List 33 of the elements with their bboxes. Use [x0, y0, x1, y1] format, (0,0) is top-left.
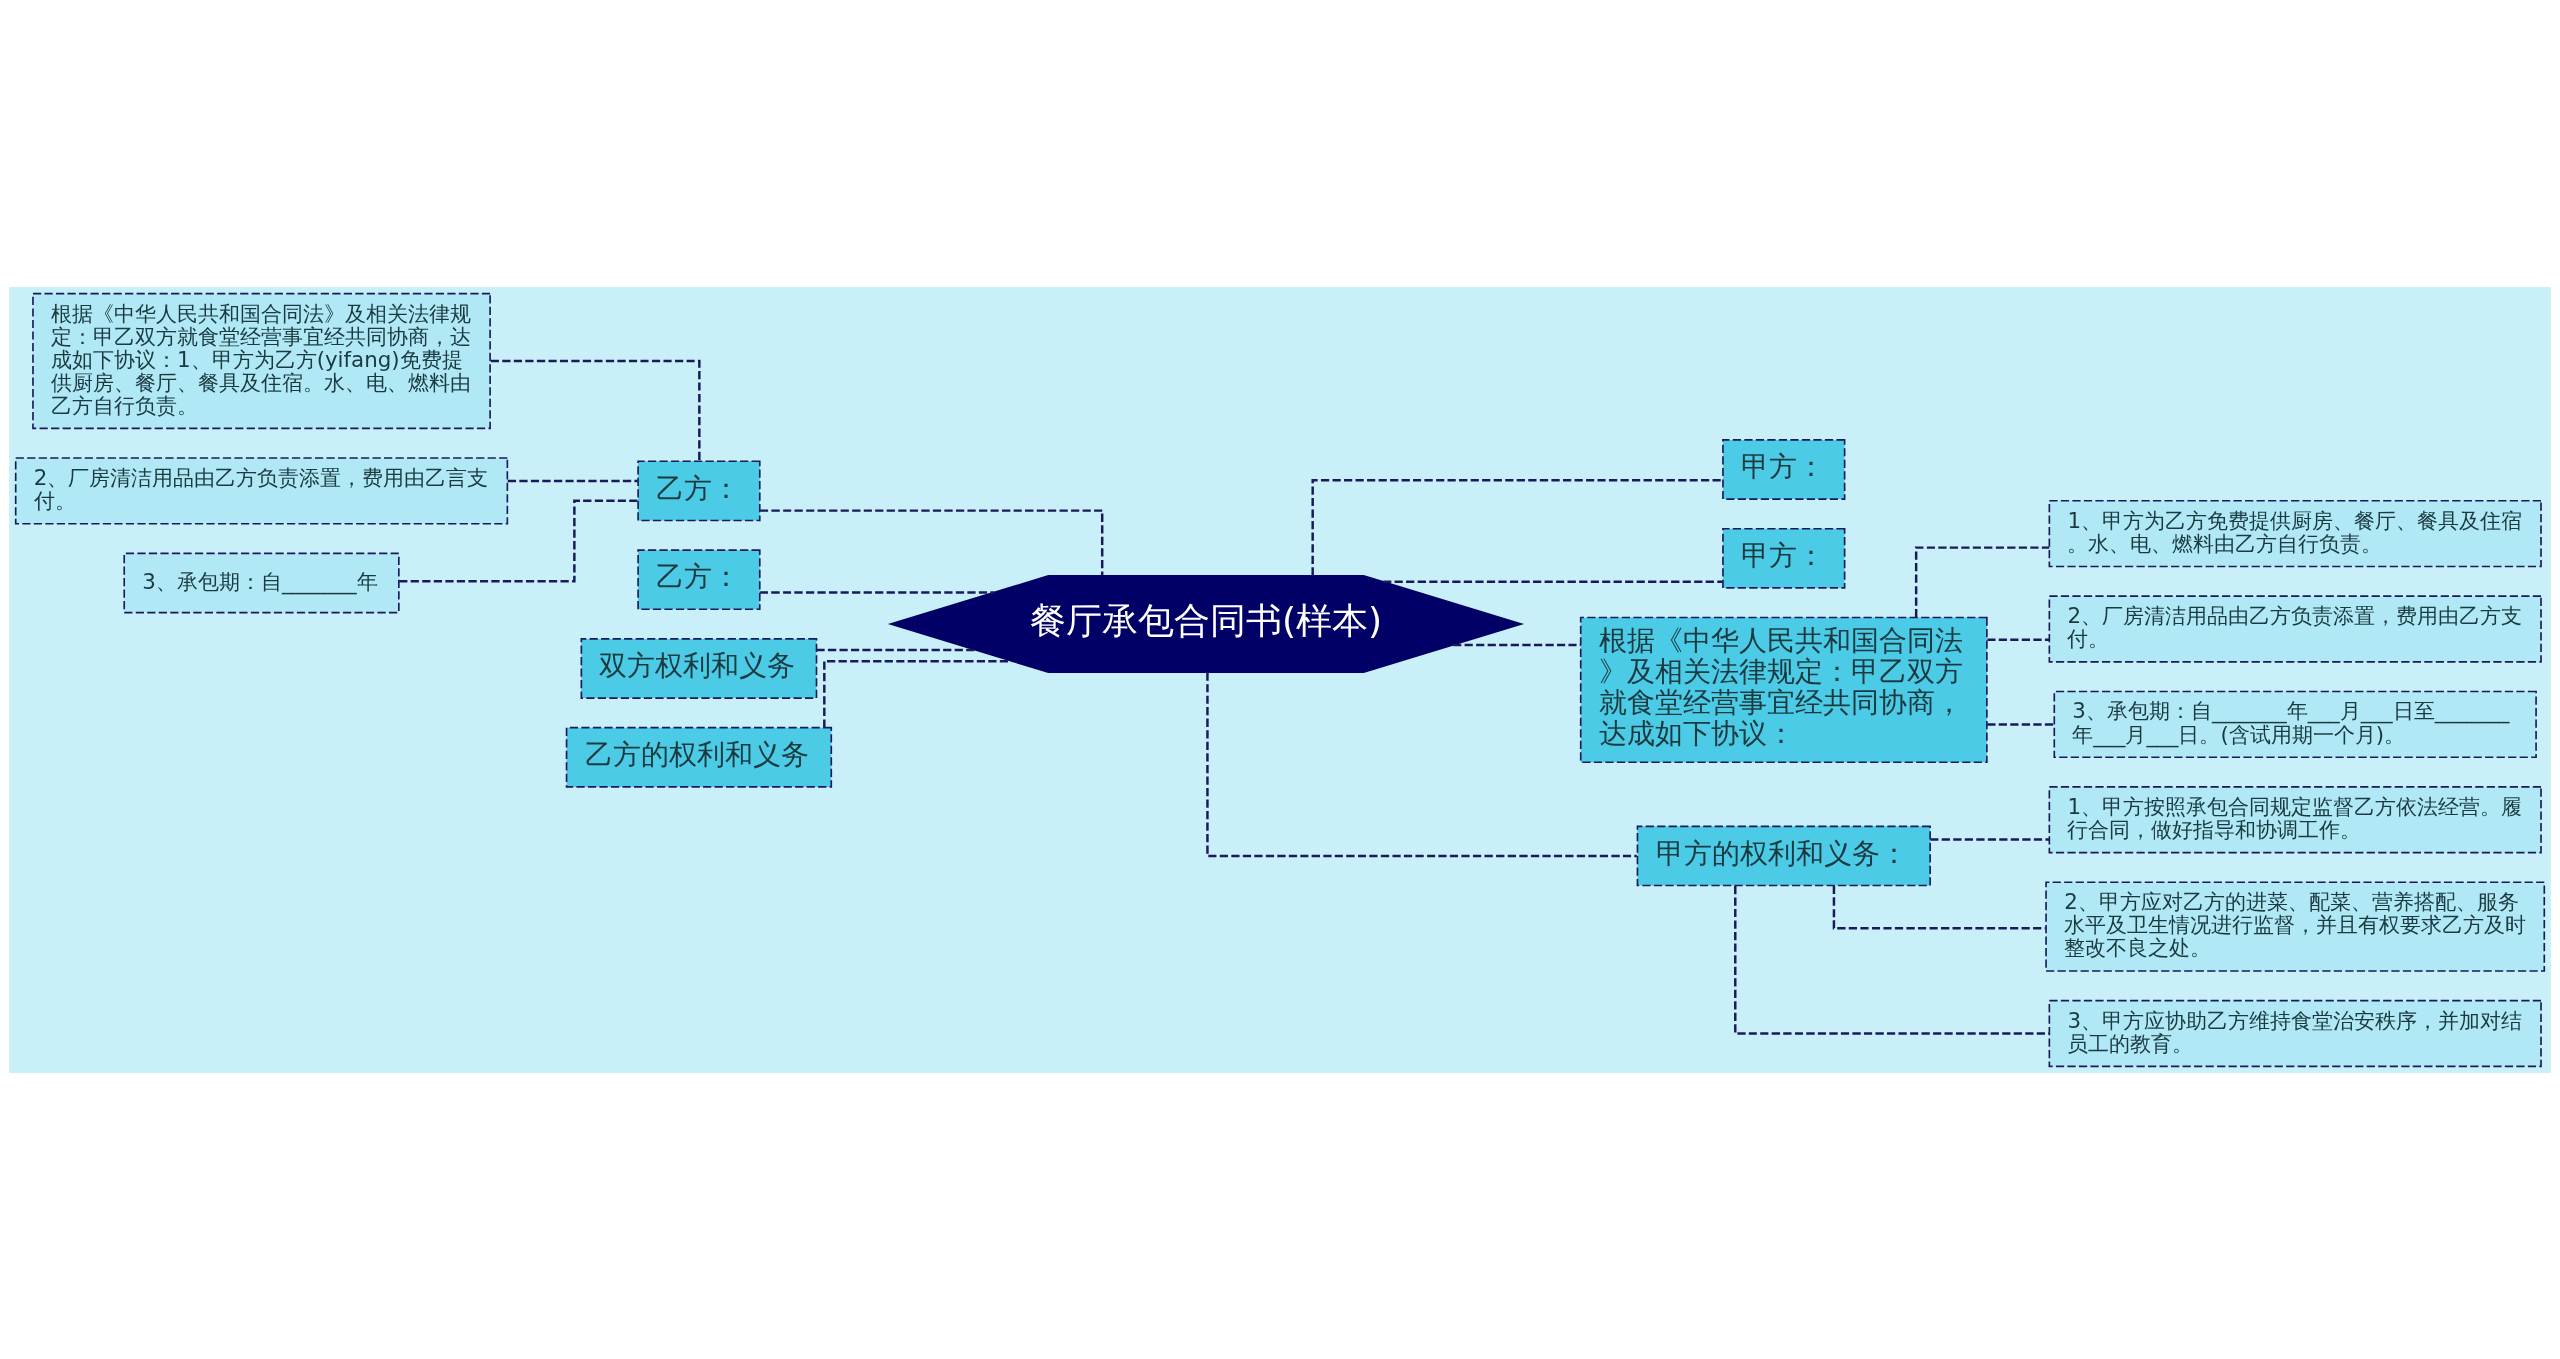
- connector: [507, 479, 638, 482]
- node-box: 2、甲方应对乙方的进菜、配菜、营养搭配、服务水平及卫生情况进行监督，并且有权要求乙方及时整改不良之处。: [2045, 880, 2546, 972]
- node-box: 乙方的权利和义务: [565, 726, 833, 788]
- connector: [1311, 478, 1723, 575]
- node-box: 1、甲方为乙方免费提供厨房、餐厅、餐具及住宿。水、电、燃料由乙方自行负责。: [2048, 499, 2542, 567]
- node-box: 甲方：: [1722, 527, 1846, 589]
- node-box: 3、甲方应协助乙方维持食堂治安秩序，并加对结员工的教育。: [2048, 999, 2542, 1067]
- connector: [1930, 837, 2050, 841]
- node-box: 甲方：: [1722, 438, 1846, 500]
- node-box: 根据《中华人民共和国合同法》及相关法律规定：甲乙双方就食堂经营事宜经共同协商，达成如下协议：: [1579, 616, 1988, 763]
- connector: [823, 659, 1012, 727]
- connector: [760, 590, 994, 594]
- node-box: 1、甲方按照承包合同规定监督乙方依法经营。履行合同，做好指导和协调工作。: [2048, 785, 2542, 853]
- connector: [490, 359, 701, 461]
- node-box: 双方权利和义务: [580, 637, 818, 699]
- connector: [760, 508, 1104, 575]
- node-box: 乙方：: [637, 460, 761, 521]
- connector: [1383, 580, 1723, 583]
- connector: [1914, 545, 2050, 617]
- node-box: 甲方的权利和义务：: [1636, 825, 1931, 886]
- node-box: 3、承包期：自_______年: [123, 552, 400, 613]
- connector: [1832, 885, 2046, 930]
- connector: [399, 499, 638, 583]
- node-box: 根据《中华人民共和国合同法》及相关法律规定：甲乙双方就食堂经营事宜经共同协商，达成如下协议：1、甲方为乙方(yifang)免费提供厨房、餐厅、餐具及住宿。水、电、燃料由乙方自行负责。: [32, 292, 491, 429]
- connector: [1734, 885, 2049, 1035]
- node-box: 2、厂房清洁用品由乙方负责添置，费用由乙方支付。: [2048, 594, 2542, 663]
- node-box: 3、承包期：自_______年___月___日至_______年___月___日。(含试用期一个月)。: [2053, 690, 2537, 758]
- connector: [1987, 637, 2050, 641]
- connector: [816, 648, 976, 651]
- connector: [1206, 672, 1637, 857]
- node-box: 2、厂房清洁用品由乙方负责添置，费用由乙言支付。: [14, 456, 509, 525]
- node-box: 乙方：: [637, 548, 761, 610]
- connector: [1987, 722, 2054, 726]
